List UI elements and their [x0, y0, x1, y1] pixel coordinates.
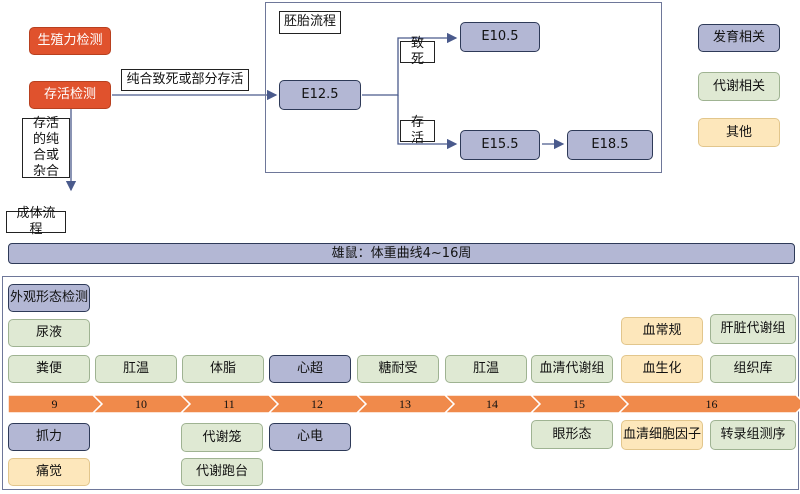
lethal-label: 致死	[400, 36, 435, 67]
legend-metabolism: 代谢相关	[698, 72, 780, 101]
embryo-edge-label: 纯合致死或部分存活	[121, 69, 249, 91]
embryo-title: 胚胎流程	[279, 11, 341, 34]
ecg-box: 心电	[269, 423, 351, 451]
body-fat-box: 体脂	[182, 355, 264, 383]
urine-box: 尿液	[8, 319, 90, 347]
cytokine-box: 血清细胞因子	[621, 420, 703, 450]
legend-other: 其他	[698, 118, 780, 147]
tissue-bank-box: 组织库	[710, 355, 796, 383]
timeline-week-label: 9	[52, 397, 58, 411]
feces-box: 粪便	[8, 355, 90, 383]
timeline-week-label: 16	[706, 397, 718, 411]
survival-note: 存活的纯合或杂合	[22, 116, 70, 179]
grip-box: 抓力	[8, 423, 90, 451]
blood-routine-box: 血常规	[621, 317, 703, 345]
timeline: 9 10 11 12 13 14 15 16	[7, 394, 800, 414]
branch-line	[362, 32, 458, 96]
stage-e10: E10.5	[460, 22, 540, 52]
blood-chem-box: 血生化	[621, 355, 703, 383]
fertility-test-box: 生殖力检测	[29, 27, 111, 55]
stage-e18: E18.5	[567, 130, 653, 160]
timeline-week-label: 14	[486, 397, 498, 411]
temp-week14-box: 肛温	[445, 355, 527, 383]
stage-e15: E15.5	[460, 130, 540, 160]
adult-frame	[2, 276, 799, 490]
transcriptome-box: 转录组测序	[710, 420, 796, 450]
eye-box: 眼形态	[531, 420, 613, 449]
timeline-week-label: 10	[135, 397, 147, 411]
pain-box: 痛觉	[8, 458, 90, 486]
embryo-frame	[265, 2, 662, 173]
timeline-week-label: 13	[399, 397, 411, 411]
timeline-segment-week-16	[617, 394, 800, 414]
liver-metabolome-box: 肝脏代谢组	[710, 314, 796, 344]
survive-label: 存活	[400, 115, 435, 146]
serum-metabolome-box: 血清代谢组	[531, 355, 613, 383]
metabolic-cage-box: 代谢笼	[181, 423, 263, 452]
gtt-box: 糖耐受	[357, 355, 439, 383]
timeline-week-label: 12	[311, 397, 323, 411]
timeline-week-label: 11	[223, 397, 235, 411]
timeline-week-label: 15	[573, 397, 585, 411]
temp-week10-box: 肛温	[95, 355, 177, 383]
legend-development: 发育相关	[698, 24, 780, 52]
survival-test-box: 存活检测	[29, 81, 111, 109]
weight-banner: 雄鼠：体重曲线4~16周	[8, 243, 795, 264]
appearance-box: 外观形态检测	[8, 284, 90, 312]
stage-e12: E12.5	[279, 80, 361, 110]
echo-box: 心超	[269, 355, 351, 383]
branch-line-lower	[397, 95, 458, 150]
adult-title: 成体流程	[6, 206, 66, 237]
wheel-box: 代谢跑台	[181, 458, 263, 486]
